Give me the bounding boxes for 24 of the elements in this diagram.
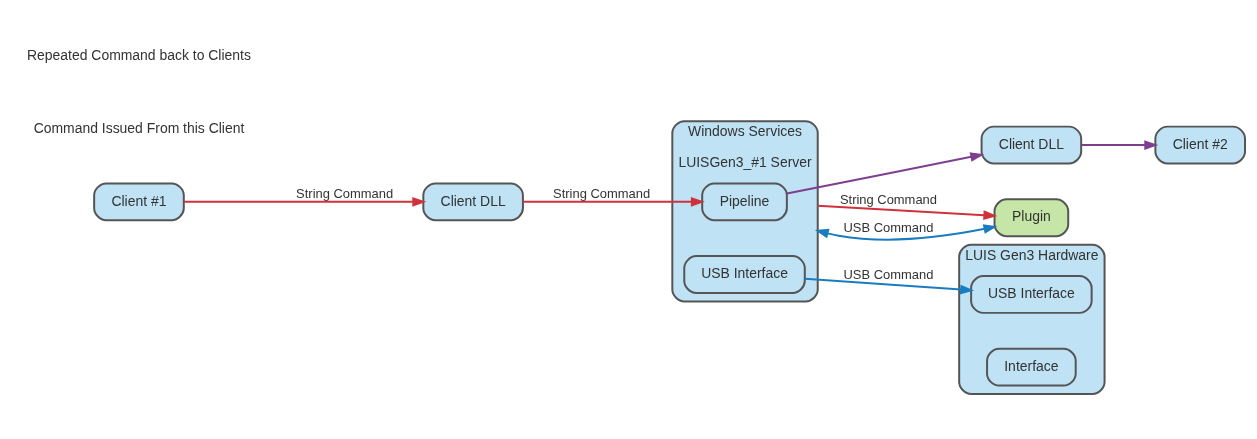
node-box: Plugin bbox=[993, 197, 1070, 237]
node-box: Client #1 bbox=[93, 181, 185, 221]
arrow bbox=[816, 204, 998, 220]
node-box: USB Interface bbox=[683, 254, 806, 294]
node-box: Client #2 bbox=[1154, 125, 1246, 164]
node-box: Pipeline bbox=[701, 181, 788, 221]
label: Command Issued From this Client bbox=[33, 119, 245, 136]
node-box: USB Interface bbox=[970, 274, 1093, 314]
arrow bbox=[785, 151, 985, 195]
node-label: Windows Services bbox=[688, 122, 802, 139]
edge-label: String Command bbox=[553, 185, 651, 201]
arrow bbox=[814, 223, 998, 241]
node-box: Client DLL bbox=[980, 125, 1083, 164]
edge-label: USB Command bbox=[843, 266, 934, 282]
arrow bbox=[803, 277, 975, 294]
edge-label: String Command bbox=[839, 191, 937, 207]
edge-label: String Command bbox=[296, 185, 394, 201]
arrow bbox=[522, 196, 705, 207]
node-box: Interface bbox=[986, 347, 1077, 387]
node-box: Client DLL bbox=[422, 181, 524, 221]
edge-label: USB Command bbox=[843, 219, 934, 235]
label: Repeated Command back to Clients bbox=[27, 46, 251, 63]
arrow bbox=[183, 196, 427, 207]
arrow bbox=[1080, 139, 1159, 150]
